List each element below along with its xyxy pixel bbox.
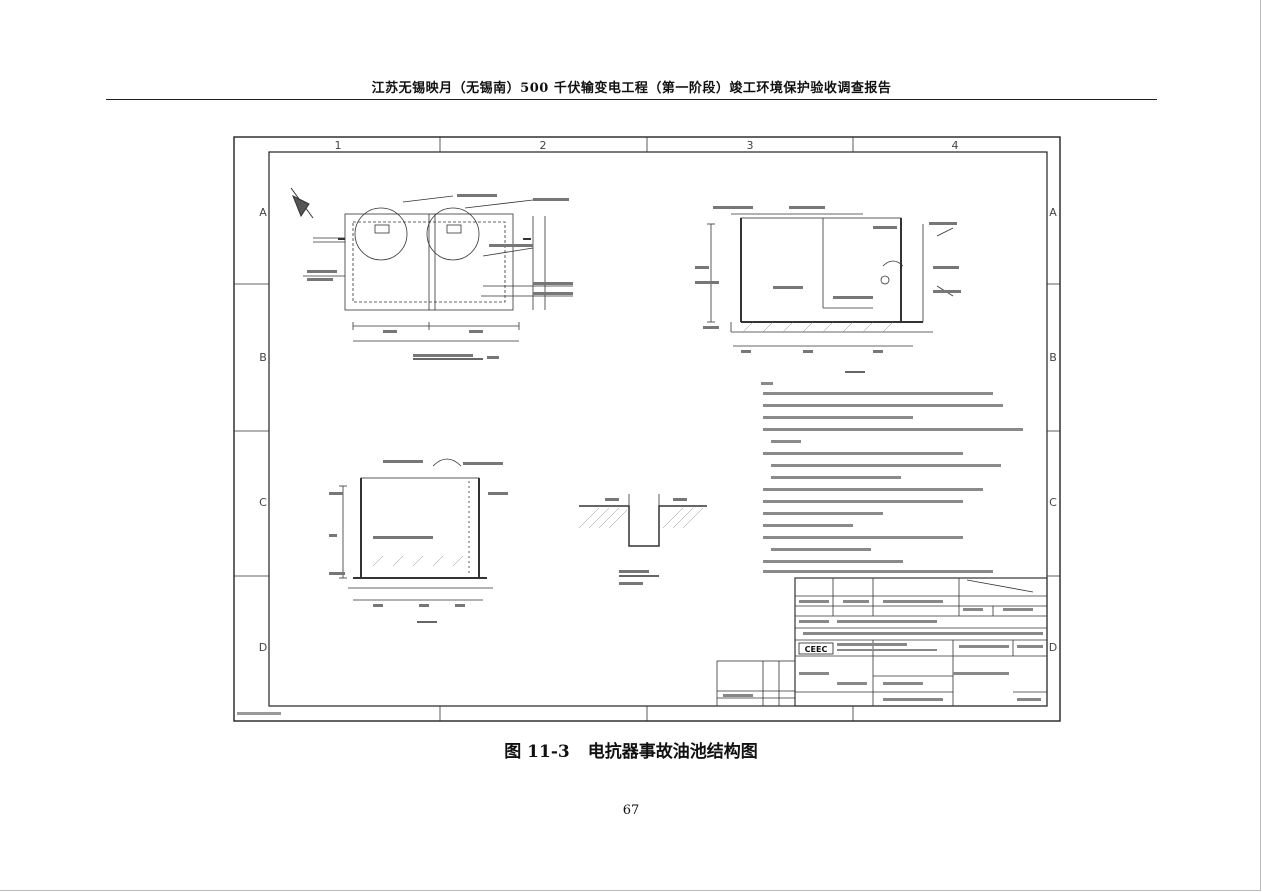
- column-label-3: 3: [747, 139, 754, 152]
- report-header-title: 江苏无锡映月（无锡南）500 千伏输变电工程（第一阶段）竣工环境保护验收调查报告: [371, 81, 892, 96]
- section-2-view: [339, 458, 493, 623]
- plan-view: [290, 187, 573, 360]
- figure-title: 电抗器事故油池结构图: [587, 742, 758, 762]
- north-arrow-icon: [290, 187, 314, 219]
- drawing-inner-frame: [268, 151, 1048, 707]
- detail-annotations: [605, 498, 687, 585]
- detail-view: [578, 494, 707, 577]
- page-number: 67: [622, 803, 640, 818]
- row-label-b-right: B: [1049, 351, 1057, 364]
- row-label-c-right: C: [1049, 496, 1057, 509]
- column-label-4: 4: [952, 139, 959, 152]
- title-block-annotations: [723, 600, 1043, 701]
- engineering-drawing: 1 2 3 4 A B C D A B C D: [233, 136, 1061, 722]
- section-1-annotations: [695, 206, 961, 353]
- column-label-2: 2: [540, 139, 547, 152]
- title-block: [716, 577, 1048, 707]
- row-label-a-right: A: [1049, 206, 1057, 219]
- row-label-b-left: B: [259, 351, 267, 364]
- zone-dividers: [234, 137, 1060, 721]
- header-rule: [106, 99, 1157, 100]
- svg-text:CEEC: CEEC: [805, 645, 828, 654]
- row-label-d-right: D: [1049, 641, 1057, 654]
- ceec-logo: CEEC: [798, 642, 834, 655]
- column-label-1: 1: [335, 139, 342, 152]
- row-label-c-left: C: [259, 496, 267, 509]
- figure-number: 图 11-3: [504, 742, 570, 762]
- plan-view-annotations: [307, 194, 573, 359]
- row-label-a-left: A: [259, 206, 267, 219]
- drawing-file-note: [237, 712, 281, 715]
- design-notes: [761, 382, 1023, 573]
- section-1-view: [707, 213, 954, 373]
- figure-caption: 图 11-3 电抗器事故油池结构图: [0, 737, 1262, 762]
- row-label-d-left: D: [259, 641, 267, 654]
- section-2-annotations: [329, 460, 508, 607]
